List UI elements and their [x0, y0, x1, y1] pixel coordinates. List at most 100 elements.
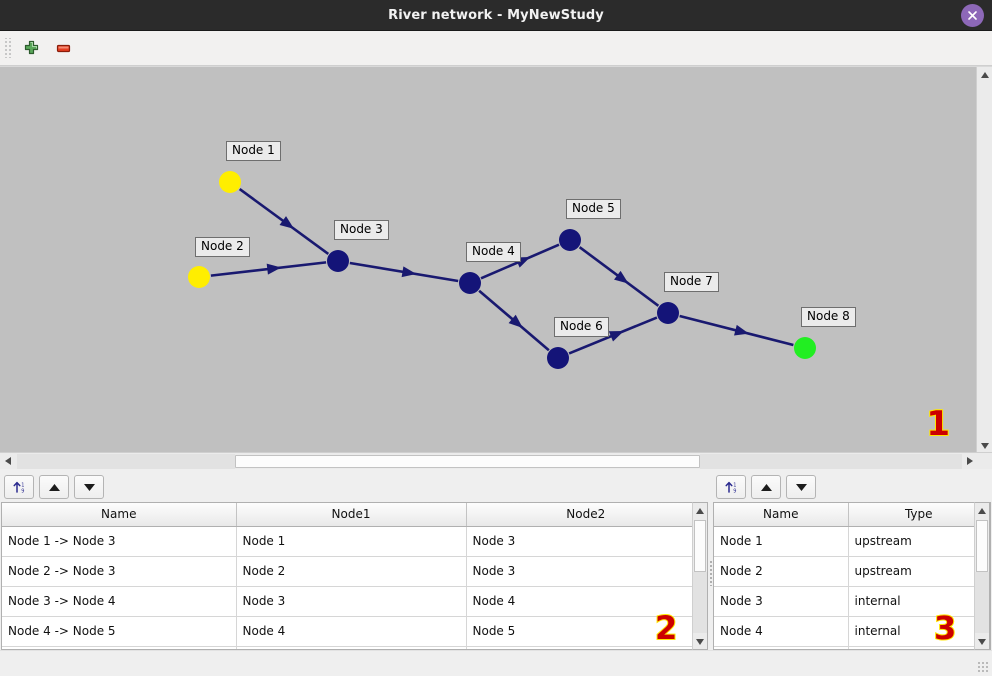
canvas-horizontal-scrollbar[interactable]	[0, 452, 992, 469]
reaches-column-header[interactable]: Node2	[466, 503, 706, 527]
edge-arrow-icon	[279, 216, 295, 229]
table-cell[interactable]: Node 2	[236, 556, 467, 587]
graph-node-label[interactable]: Node 5	[566, 199, 621, 219]
table-cell[interactable]: Node 3 -> Node 4	[2, 586, 237, 617]
network-canvas-panel: Node 1 Node 2 Node 3 Node 4 Node 5 Node 6 Node…	[0, 66, 992, 469]
reaches-column-header[interactable]: Name	[2, 503, 237, 527]
scroll-up-button[interactable]	[977, 67, 992, 82]
table-cell[interactable]: Node 3	[466, 556, 706, 587]
graph-node[interactable]	[219, 171, 241, 193]
reaches-sort-button[interactable]: 1 9	[4, 475, 34, 499]
graph-node-label[interactable]: Node 8	[801, 307, 856, 327]
nodes-scroll-down-button[interactable]	[975, 634, 989, 649]
table-cell[interactable]: Node 2 -> Node 3	[2, 556, 237, 587]
reaches-column-header[interactable]: Node1	[236, 503, 467, 527]
add-node-button[interactable]	[17, 35, 45, 61]
reaches-vertical-scrollbar[interactable]	[692, 502, 708, 650]
nodes-column-header[interactable]: Name	[714, 503, 849, 527]
table-cell[interactable]	[2, 646, 237, 649]
network-canvas[interactable]: Node 1 Node 2 Node 3 Node 4 Node 5 Node 6 Node…	[0, 67, 976, 453]
svg-text:9: 9	[733, 488, 736, 494]
table-cell[interactable]: upstream	[848, 556, 990, 587]
remove-node-button[interactable]	[49, 35, 77, 61]
graph-nodes	[188, 171, 816, 369]
graph-node-label[interactable]: Node 6	[554, 317, 609, 337]
vertical-splitter[interactable]	[709, 470, 712, 676]
graph-node-label[interactable]: Node 2	[195, 237, 250, 257]
nodes-scroll-thumb[interactable]	[976, 520, 988, 572]
table-cell[interactable]: internal	[848, 616, 990, 647]
nodes-move-down-button[interactable]	[786, 475, 816, 499]
reaches-scroll-track[interactable]	[693, 572, 707, 633]
reaches-scroll-thumb[interactable]	[694, 520, 706, 572]
table-cell[interactable]: internal	[848, 586, 990, 617]
graph-node[interactable]	[327, 250, 349, 272]
table-cell[interactable]: Node 4	[466, 586, 706, 617]
graph-node-label[interactable]: Node 4	[466, 242, 521, 262]
table-cell[interactable]: upstream	[848, 526, 990, 557]
reaches-move-up-button[interactable]	[39, 475, 69, 499]
table-cell[interactable]: Node 4 -> Node 5	[2, 616, 237, 647]
arrow-up-icon	[48, 483, 60, 491]
graph-node-label[interactable]: Node 3	[334, 220, 389, 240]
table-cell[interactable]: Node 1 -> Node 3	[2, 526, 237, 557]
table-cell[interactable]	[236, 646, 467, 649]
table-cell[interactable]: Node 3	[236, 586, 467, 617]
graph-node[interactable]	[657, 302, 679, 324]
nodes-move-up-button[interactable]	[751, 475, 781, 499]
scroll-left-button[interactable]	[0, 453, 16, 469]
nodes-vertical-scrollbar[interactable]	[974, 502, 990, 650]
hscroll-thumb[interactable]	[235, 455, 700, 468]
svg-text:1: 1	[21, 482, 24, 488]
arrow-up-icon	[696, 507, 704, 514]
close-window-button[interactable]	[961, 4, 984, 27]
reaches-move-down-button[interactable]	[74, 475, 104, 499]
table-cell[interactable]: Node 4	[236, 616, 467, 647]
graph-node-label[interactable]: Node 7	[664, 272, 719, 292]
table-cell[interactable]: Node 2	[714, 556, 849, 587]
table-cell[interactable]: Node 4	[714, 616, 849, 647]
table-cell[interactable]: Node 1	[714, 526, 849, 557]
table-cell[interactable]: Node 1	[236, 526, 467, 557]
hscroll-track-right[interactable]	[700, 454, 962, 469]
window-title: River network - MyNewStudy	[388, 7, 604, 23]
hscroll-track-left[interactable]	[17, 454, 235, 469]
table-cell[interactable]: Node 5	[466, 616, 706, 647]
reaches-scroll-up-button[interactable]	[693, 503, 707, 518]
reaches-scroll-down-button[interactable]	[693, 634, 707, 649]
nodes-sort-button[interactable]: 1 9	[716, 475, 746, 499]
canvas-vertical-scrollbar[interactable]	[976, 67, 992, 453]
graph-node[interactable]	[459, 272, 481, 294]
vsplitter-grip	[709, 560, 712, 586]
table-cell[interactable]	[714, 646, 849, 649]
graph-node[interactable]	[547, 347, 569, 369]
table-cell[interactable]: Node 3	[466, 526, 706, 557]
toolbar-drag-handle[interactable]	[3, 38, 13, 58]
scroll-down-button[interactable]	[977, 438, 992, 453]
table-cell[interactable]: Node 3	[714, 586, 849, 617]
graph-node[interactable]	[794, 337, 816, 359]
arrow-up-icon	[760, 483, 772, 491]
edge-arrow-icon	[614, 270, 629, 284]
graph-node[interactable]	[559, 229, 581, 251]
main-toolbar	[0, 31, 992, 66]
graph-node[interactable]	[188, 266, 210, 288]
nodes-scroll-up-button[interactable]	[975, 503, 989, 518]
nodes-scroll-track[interactable]	[975, 572, 989, 633]
nodes-column-header[interactable]: Type	[848, 503, 990, 527]
resize-grip[interactable]	[977, 661, 989, 673]
scroll-right-button[interactable]	[962, 453, 978, 469]
graph-node-label[interactable]: Node 1	[226, 141, 281, 161]
